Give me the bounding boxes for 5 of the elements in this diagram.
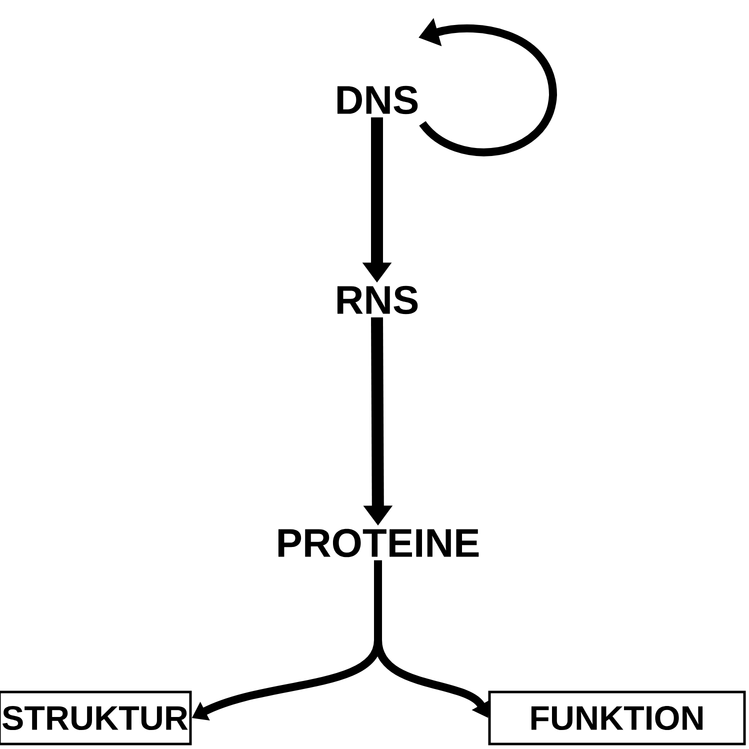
term-label: PROTEINE xyxy=(278,528,479,558)
term-box: FUNKTION xyxy=(488,690,746,746)
term-box: STRUKTUR xyxy=(0,690,192,746)
term-label: DNS xyxy=(337,86,418,114)
term-label: RNS xyxy=(337,286,418,314)
